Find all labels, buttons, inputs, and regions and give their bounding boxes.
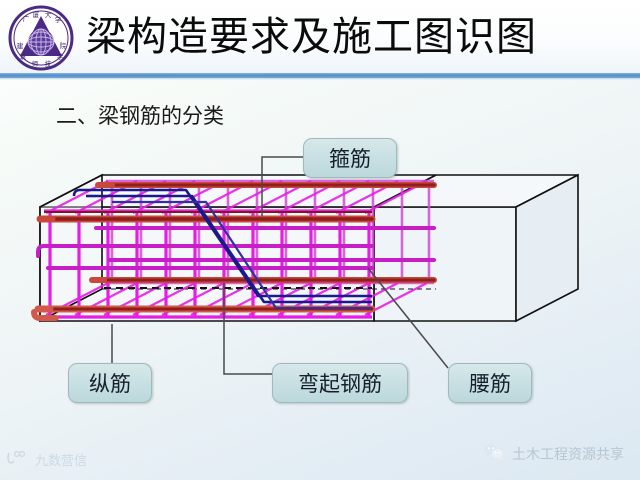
university-crest-icon: 广厦 大学 建筑 师技 学院 — [6, 4, 76, 72]
header-divider — [0, 73, 640, 78]
svg-text:建: 建 — [17, 41, 24, 50]
header-divider-shadow — [0, 78, 640, 80]
beam-rebar-diagram — [0, 128, 640, 418]
leader-waist — [367, 267, 449, 369]
leader-bent-up — [223, 283, 272, 375]
svg-text:技: 技 — [45, 59, 52, 68]
section-subtitle: 二、梁钢筋的分类 — [56, 104, 224, 128]
wechat-credit-text: 土木工程资源共享 — [512, 447, 624, 463]
svg-text:筑: 筑 — [20, 52, 27, 61]
longitudinal-top-bars — [36, 182, 437, 223]
bent-up-bar — [72, 188, 372, 310]
leader-lines — [111, 156, 449, 375]
waist-bars — [36, 226, 436, 270]
header-background — [0, 0, 640, 75]
svg-text:大: 大 — [45, 10, 52, 19]
site-watermark: 九数营信 — [6, 450, 87, 469]
svg-text:广: 广 — [23, 14, 30, 23]
leader-stirrup — [261, 156, 303, 216]
beam-cut-protruding-bars — [31, 309, 59, 321]
callout-stirrup[interactable]: 箍筋 — [303, 138, 397, 178]
svg-text:院: 院 — [60, 41, 67, 50]
svg-text:厦: 厦 — [33, 11, 40, 19]
svg-text:师: 师 — [32, 59, 39, 68]
callout-bent-up-bar[interactable]: 弯起钢筋 — [272, 363, 408, 403]
page-title: 梁构造要求及施工图识图 — [86, 14, 537, 60]
callout-waist-bar[interactable]: 腰筋 — [448, 363, 532, 403]
wechat-credit: 土木工程资源共享 — [483, 443, 624, 465]
svg-text:学: 学 — [55, 15, 62, 24]
svg-text:学: 学 — [57, 52, 64, 61]
wechat-icon — [483, 443, 505, 465]
watermark-text: 九数营信 — [35, 454, 88, 469]
slide-header: 广厦 大学 建筑 师技 学院 梁构造要求及施工图识图 — [0, 0, 640, 80]
callout-longitudinal[interactable]: 纵筋 — [68, 363, 152, 403]
watermark-logo-icon — [6, 450, 32, 469]
